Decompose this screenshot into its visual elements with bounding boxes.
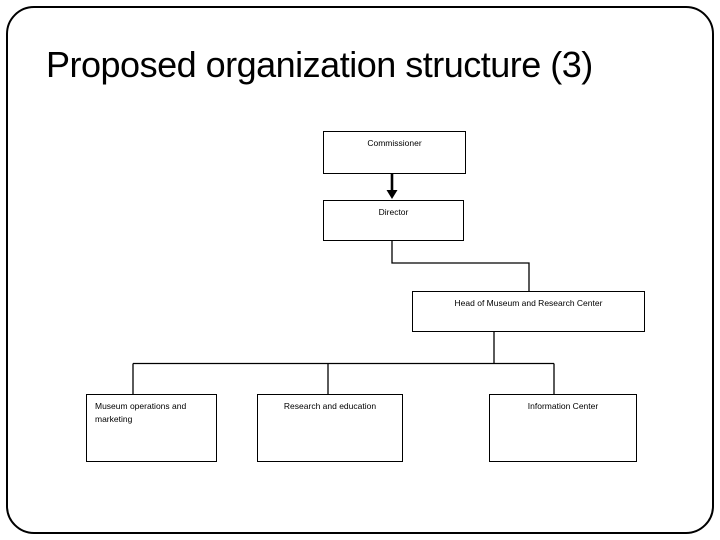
- node-research-education: Research and education: [257, 394, 403, 462]
- node-commissioner-label: Commissioner: [367, 138, 422, 148]
- arrowhead-down-icon: [386, 190, 398, 199]
- connector-director-head: [391, 241, 530, 291]
- node-museum-operations-label: Museum operations and marketing: [95, 401, 187, 424]
- node-information-center-label: Information Center: [527, 401, 599, 411]
- node-museum-operations: Museum operations and marketing: [86, 394, 217, 462]
- node-head-of-museum-label: Head of Museum and Research Center: [454, 298, 603, 308]
- slide-title: Proposed organization structure (3): [46, 44, 593, 85]
- node-commissioner: Commissioner: [323, 131, 466, 174]
- node-information-center: Information Center: [489, 394, 637, 462]
- node-research-education-label: Research and education: [283, 401, 377, 411]
- node-director-label: Director: [378, 207, 409, 217]
- connector-commissioner-director-arrow: [386, 174, 398, 199]
- node-head-of-museum: Head of Museum and Research Center: [412, 291, 645, 332]
- node-director: Director: [323, 200, 464, 241]
